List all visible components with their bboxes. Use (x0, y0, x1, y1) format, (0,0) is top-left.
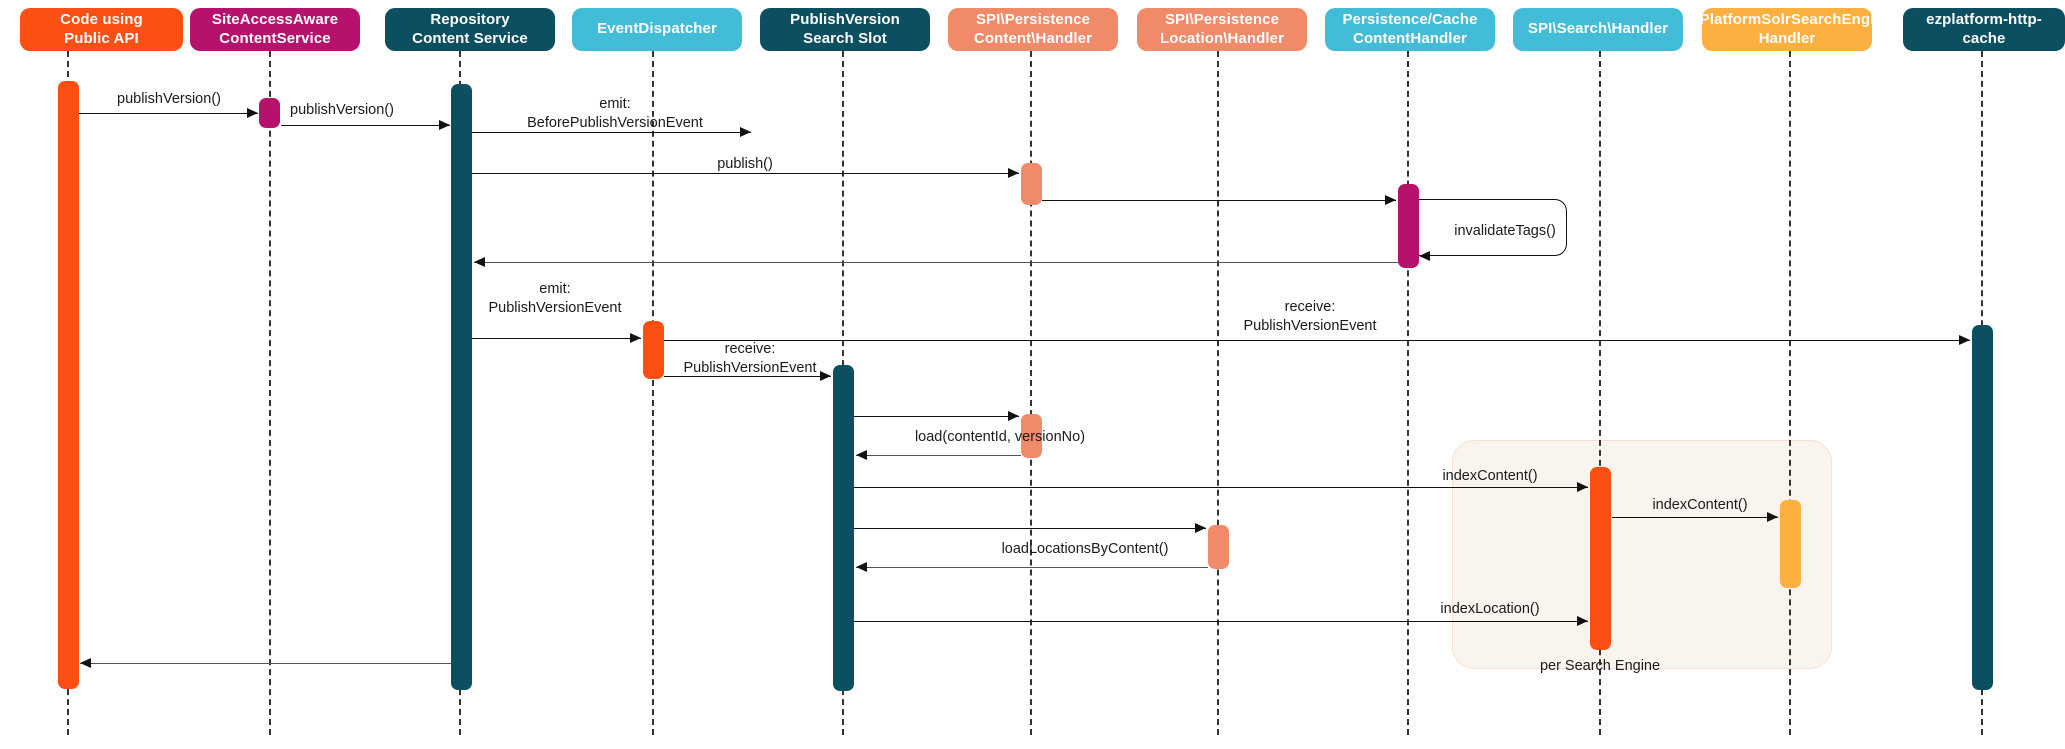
activation-act-solr-handler (1780, 500, 1801, 588)
arrow-head-m16-loadlocationsbycontent-return (856, 562, 867, 572)
participant-public-api[interactable]: Code using Public API (20, 8, 183, 51)
activation-act-spi-location-1 (1208, 525, 1229, 569)
arrow-head-m5-to-cache-content-handler (1385, 195, 1396, 205)
arrow-head-m12-load-content-return (856, 450, 867, 460)
message-line-m13-indexcontent-to-search-handler (854, 487, 1588, 488)
arrow-head-m14-indexcontent-to-solr (1767, 512, 1778, 522)
message-line-m3-emit-beforepublishversionevent (472, 132, 751, 133)
activation-act-event-dispatcher (643, 321, 664, 379)
message-line-m12-load-content-return (856, 455, 1021, 456)
message-line-m11-load-content (854, 416, 1019, 417)
lifeline-siteaccessaware-contentservice (269, 51, 271, 735)
arrow-head-m6-invalidatetags (1419, 250, 1430, 261)
arrow-head-m17-indexlocation (1577, 616, 1588, 626)
message-line-m1-publishversion-public-to-siteaccess (79, 113, 258, 114)
participant-event-dispatcher[interactable]: EventDispatcher (572, 8, 742, 51)
participant-persistence-cache-content-handler[interactable]: Persistence/Cache ContentHandler (1325, 8, 1495, 51)
lifeline-spi-persistence-content-handler (1030, 51, 1032, 735)
self-call-m6-invalidatetags (1419, 199, 1567, 256)
lifeline-spi-persistence-location-handler (1217, 51, 1219, 735)
activation-act-search-handler (1590, 467, 1611, 650)
participant-siteaccessaware-contentservice[interactable]: SiteAccessAware ContentService (190, 8, 360, 51)
message-line-m16-loadlocationsbycontent-return (856, 567, 1208, 568)
arrow-head-m4-publish (1008, 168, 1019, 178)
arrow-head-m1-publishversion-public-to-siteaccess (247, 108, 258, 118)
message-label-m3-emit-beforepublishversionevent: emit: BeforePublishVersionEvent (527, 96, 703, 131)
lifeline-persistence-cache-content-handler (1407, 51, 1409, 735)
arrow-head-m13-indexcontent-to-search-handler (1577, 482, 1588, 492)
activation-act-spi-content-2 (1021, 414, 1042, 458)
arrow-head-m15-loadlocationsbycontent (1195, 523, 1206, 533)
message-line-m7-return-to-repository (474, 262, 1398, 263)
message-label-m1-publishversion-public-to-siteaccess: publishVersion() (117, 91, 221, 107)
participant-repository-content-service[interactable]: Repository Content Service (385, 8, 555, 51)
arrow-head-m18-return-to-public-api (80, 658, 91, 668)
participant-ezplatform-http-cache[interactable]: ezplatform-http-cache (1903, 8, 2065, 51)
arrow-head-m7-return-to-repository (474, 257, 485, 267)
activation-act-http-cache (1972, 325, 1993, 690)
message-line-m9-receive-publishversionevent-httpcache (664, 340, 1970, 341)
message-line-m5-to-cache-content-handler (1042, 200, 1396, 201)
message-label-m12-load-content-return: load(contentId, versionNo) (914, 429, 1086, 445)
participant-ezplatform-solr-search-engine-handler[interactable]: EzPlatformSolrSearchEngine Handler (1682, 8, 1892, 51)
message-label-m4-publish: publish() (717, 156, 773, 172)
message-line-m4-publish (472, 173, 1019, 174)
activation-act-repository (451, 84, 472, 690)
message-line-m14-indexcontent-to-solr (1612, 517, 1778, 518)
participant-spi-persistence-location-handler[interactable]: SPI\Persistence Location\Handler (1137, 8, 1307, 51)
lifeline-event-dispatcher (652, 51, 654, 735)
activation-act-cache-content (1398, 184, 1419, 268)
message-line-m8-emit-publishversionevent (472, 338, 641, 339)
activation-act-spi-content-1 (1021, 163, 1042, 205)
search-engine-group-label: per Search Engine (1539, 658, 1661, 674)
activation-act-public-api (58, 81, 79, 689)
activation-act-siteaccess (259, 98, 280, 128)
message-label-m16-loadlocationsbycontent-return: loadLocationsByContent() (1001, 541, 1169, 557)
participant-spi-search-handler[interactable]: SPI\Search\Handler (1513, 8, 1683, 51)
message-line-m10-receive-publishversionevent-slot (664, 376, 831, 377)
arrow-head-m11-load-content (1008, 411, 1019, 421)
message-line-m18-return-to-public-api (80, 663, 451, 664)
arrow-head-m9-receive-publishversionevent-httpcache (1959, 335, 1970, 345)
lifeline-ezplatform-solr-search-engine-handler (1789, 51, 1791, 735)
arrow-head-m8-emit-publishversionevent (630, 333, 641, 343)
search-engine-group-box (1452, 440, 1832, 669)
message-line-m17-indexlocation (854, 621, 1588, 622)
message-line-m2-publishversion-siteaccess-to-repository (281, 125, 450, 126)
lifeline-spi-search-handler (1599, 51, 1601, 735)
arrow-head-m2-publishversion-siteaccess-to-repository (439, 120, 450, 130)
participant-spi-persistence-content-handler[interactable]: SPI\Persistence Content\Handler (948, 8, 1118, 51)
arrow-head-m10-receive-publishversionevent-slot (820, 371, 831, 381)
arrow-head-m3-emit-beforepublishversionevent (740, 127, 751, 137)
message-line-m15-loadlocationsbycontent (854, 528, 1206, 529)
activation-act-publish-slot (833, 365, 854, 691)
participant-publishversion-search-slot[interactable]: PublishVersion Search Slot (760, 8, 930, 51)
